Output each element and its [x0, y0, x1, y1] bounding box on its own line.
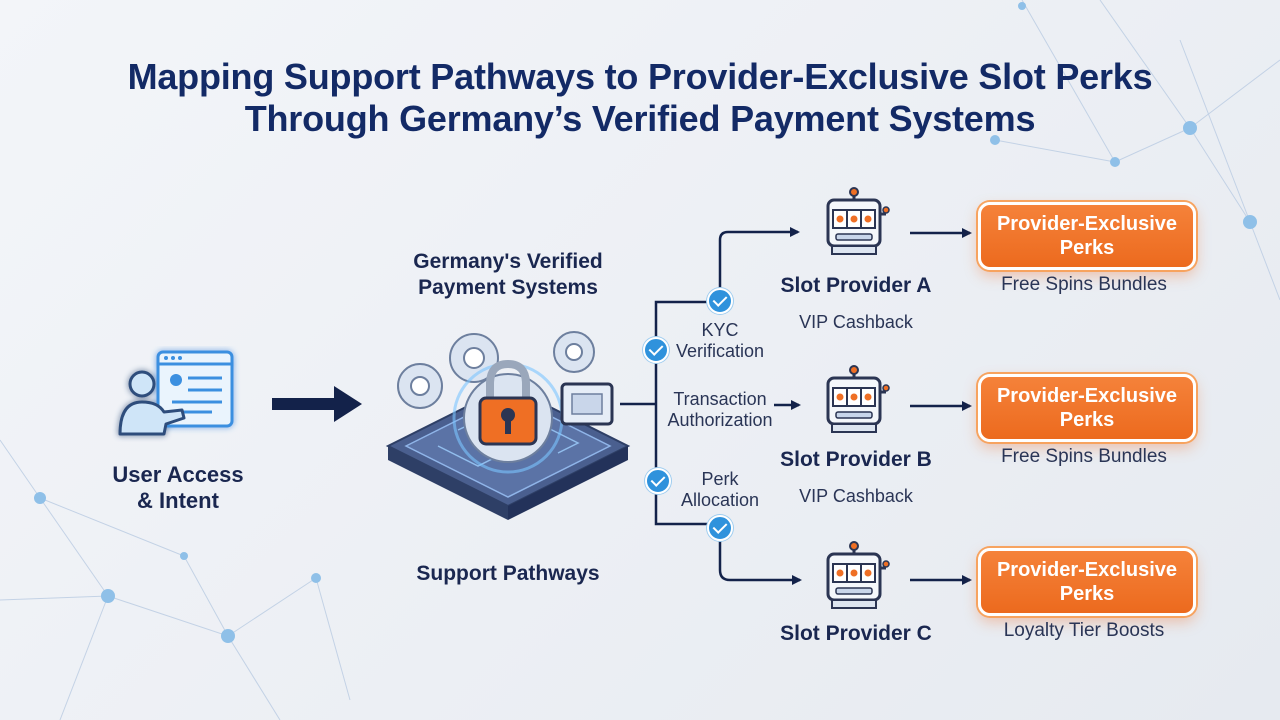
- provider-a-name: Slot Provider A: [780, 274, 932, 297]
- transaction-label-line-1: Transaction: [673, 389, 767, 409]
- branch-connector-lower: [654, 404, 720, 526]
- provider-b-group: [818, 364, 890, 441]
- provider-b-name: Slot Provider B: [780, 448, 932, 471]
- slot-machine-icon: [826, 365, 890, 433]
- hub-title-line-1: Germany's Verified: [413, 250, 603, 273]
- provider-c-group: [818, 540, 890, 617]
- user-access-label-line-1: User Access: [112, 462, 244, 487]
- check-icon: [707, 515, 733, 541]
- provider-b-sub: VIP Cashback: [799, 486, 913, 506]
- kyc-label-line-1: KYC: [701, 320, 739, 340]
- provider-a-sub: VIP Cashback: [799, 312, 913, 332]
- check-icon: [645, 468, 671, 494]
- provider-c-name: Slot Provider C: [780, 622, 932, 645]
- perk-box-c-line-1: Provider-Exclusive: [996, 559, 1178, 581]
- path-to-provider-a: [718, 227, 800, 302]
- check-icon: [707, 288, 733, 314]
- perk-box-b-line-1: Provider-Exclusive: [996, 385, 1178, 407]
- diagram-title-line-2: Through Germany’s Verified Payment Syste…: [244, 98, 1036, 139]
- perk-box-a-line-1: Provider-Exclusive: [996, 213, 1178, 235]
- perk-box-a-line-2: Perks: [1059, 237, 1115, 259]
- perk-b-benefit: Free Spins Bundles: [1001, 446, 1167, 467]
- perk-box-b-line-2: Perks: [1059, 409, 1115, 431]
- main-arrow: [272, 386, 362, 422]
- hub-title-line-2: Payment Systems: [418, 276, 598, 299]
- perk-box-c-line-2: Perks: [1059, 583, 1115, 605]
- path-to-provider-c: [718, 524, 802, 585]
- user-browser-icon: [118, 350, 234, 436]
- slot-machine-icon: [826, 541, 890, 609]
- perk-box-c: Provider-Exclusive Perks: [978, 548, 1196, 616]
- branch-connector-upper: [654, 300, 720, 404]
- user-access-label-line-2: & Intent: [137, 488, 219, 513]
- hub-bottom-label: Support Pathways: [416, 562, 600, 585]
- provider-a-group: [818, 186, 890, 263]
- lock-gears-platform-icon: [385, 331, 631, 520]
- perk-allocation-label-line-2: Allocation: [680, 490, 760, 510]
- check-icon: [643, 337, 669, 363]
- perk-box-b: Provider-Exclusive Perks: [978, 374, 1196, 442]
- kyc-label-line-2: Verification: [675, 341, 765, 361]
- perk-box-a: Provider-Exclusive Perks: [978, 202, 1196, 270]
- perk-a-benefit: Free Spins Bundles: [1001, 274, 1167, 295]
- perk-c-benefit: Loyalty Tier Boosts: [1003, 620, 1165, 641]
- perk-allocation-label-line-1: Perk: [701, 469, 739, 489]
- slot-machine-icon: [826, 187, 890, 255]
- diagram-title-line-1: Mapping Support Pathways to Provider-Exc…: [127, 56, 1153, 97]
- transaction-label-line-2: Authorization: [667, 410, 773, 430]
